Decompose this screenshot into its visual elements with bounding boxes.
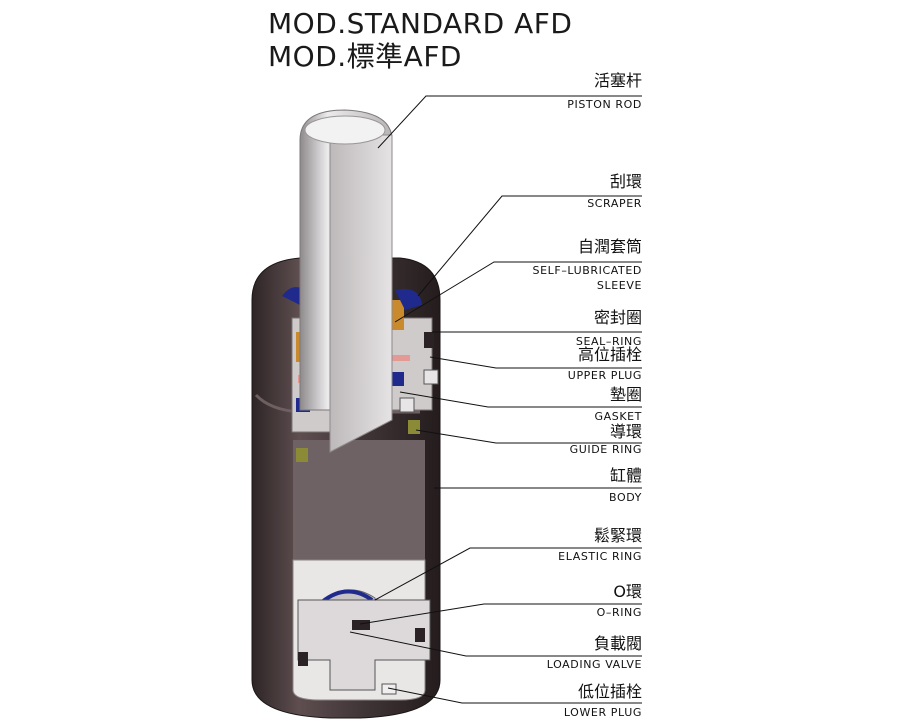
label-zh: 低位插栓 — [577, 682, 642, 701]
piston-rod — [299, 109, 393, 453]
label-piston-rod: 活塞杆 PISTON ROD — [422, 72, 642, 117]
label-en: ELASTIC RING — [558, 550, 642, 563]
label-en: UPPER PLUG — [567, 369, 642, 382]
leader-sleeve — [394, 261, 642, 323]
label-gasket: 墊圈 GASKET — [422, 386, 642, 426]
label-en: SELF–LUBRICATED — [532, 264, 642, 277]
label-self-lubricated-sleeve: 自潤套筒 SELF–LUBRICATED SLEEVE — [422, 238, 642, 298]
label-seal-ring: 密封圈 SEAL–RING — [422, 309, 642, 349]
label-en: SCRAPER — [587, 197, 642, 210]
title-line-2: MOD.標準AFD — [268, 40, 462, 73]
label-zh: 缸體 — [609, 466, 642, 485]
label-zh: 負載閥 — [593, 634, 642, 653]
label-zh: O環 — [613, 582, 642, 601]
leader-lines — [349, 95, 642, 704]
label-zh: 導環 — [609, 422, 642, 441]
leader-elastic-ring — [374, 547, 642, 601]
label-zh: 高位插栓 — [577, 345, 642, 364]
leader-upper-plug — [429, 356, 642, 369]
label-zh: 刮環 — [609, 172, 642, 191]
label-zh: 鬆緊環 — [593, 526, 642, 545]
label-en: PISTON ROD — [567, 98, 642, 111]
label-guide-ring: 導環 GUIDE RING — [422, 423, 642, 463]
leader-o-ring — [359, 603, 642, 625]
label-upper-plug: 高位插栓 UPPER PLUG — [422, 346, 642, 386]
leader-gasket — [399, 391, 642, 408]
leader-scraper — [417, 195, 642, 297]
leader-loading-valve — [349, 631, 642, 657]
label-scraper: 刮環 SCRAPER — [422, 173, 642, 218]
label-zh: 密封圈 — [593, 308, 642, 327]
leader-guide-ring — [415, 429, 642, 444]
label-en: SEAL–RING — [575, 335, 642, 348]
label-elastic-ring: 鬆緊環 ELASTIC RING — [422, 527, 642, 567]
label-en: O–RING — [596, 606, 642, 619]
label-loading-valve: 負載閥 LOADING VALVE — [422, 635, 642, 675]
label-en: GASKET — [594, 410, 642, 423]
label-zh: 墊圈 — [609, 385, 642, 404]
leader-piston-rod — [377, 95, 642, 149]
label-zh: 活塞杆 — [593, 71, 642, 90]
label-en: BODY — [609, 491, 642, 504]
label-o-ring: O環 O–RING — [422, 583, 642, 623]
label-en: LOWER PLUG — [563, 706, 642, 719]
label-zh: 自潤套筒 — [577, 237, 642, 256]
label-en: GUIDE RING — [569, 443, 642, 456]
label-body: 缸體 BODY — [422, 467, 642, 507]
label-en: LOADING VALVE — [546, 658, 642, 671]
leader-lower-plug — [387, 687, 642, 704]
label-en-line-2: SLEEVE — [596, 279, 642, 292]
label-lower-plug: 低位插栓 LOWER PLUG — [422, 683, 642, 725]
lower-plug — [297, 589, 431, 695]
title-line-1: MOD.STANDARD AFD — [268, 7, 573, 40]
